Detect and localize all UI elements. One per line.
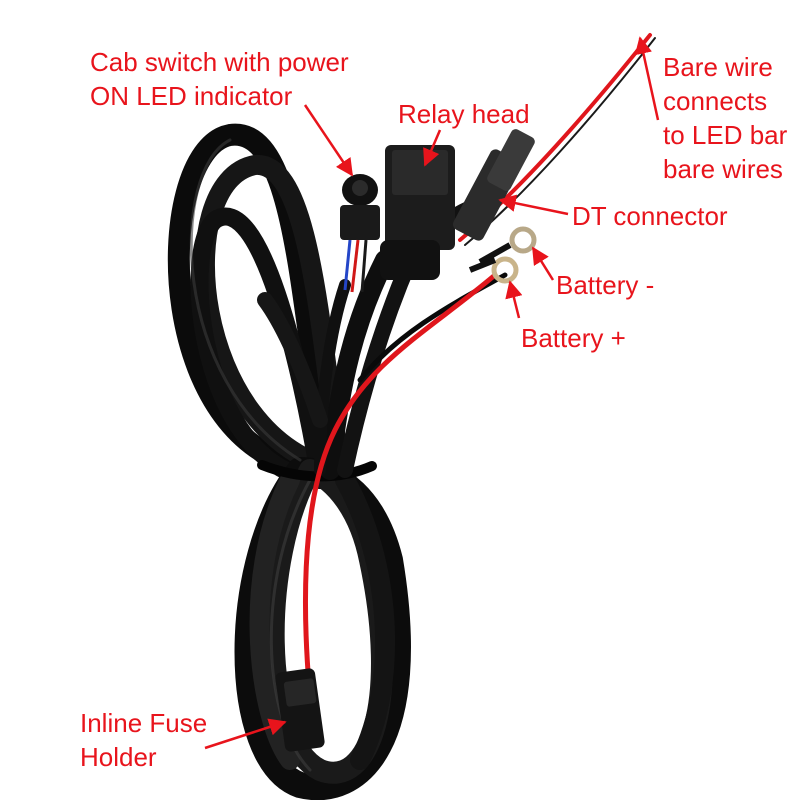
annotation-arrows <box>204 36 660 750</box>
arrow-dt-connector <box>498 194 569 216</box>
inline-fuse-holder-label: Inline Fuse Holder <box>80 708 208 772</box>
dt-connector-label: DT connector <box>572 201 728 231</box>
battery-positive-label: Battery + <box>521 323 626 353</box>
dt-connector <box>452 129 535 241</box>
arrow-inline-fuse <box>204 718 287 750</box>
arrow-relay-head <box>423 129 442 167</box>
red-power-wire <box>303 33 656 748</box>
relay-head <box>380 145 455 280</box>
cab-switch-label: Cab switch with power ON LED indicator <box>90 47 349 111</box>
cab-switch <box>340 174 380 293</box>
battery-negative-label: Battery - <box>556 270 655 300</box>
arrow-battery-neg <box>531 246 555 281</box>
relay-head-label: Relay head <box>398 99 530 129</box>
bare-wire-label: Bare wire connects to LED bar bare wires <box>663 52 788 184</box>
inline-fuse-holder <box>275 668 325 752</box>
arrow-cab-switch <box>303 104 354 177</box>
arrow-battery-pos <box>505 280 523 319</box>
battery-ring-terminals <box>468 226 537 284</box>
arrow-bare-wire <box>634 36 660 121</box>
coiled-cable-bundle <box>167 123 411 800</box>
